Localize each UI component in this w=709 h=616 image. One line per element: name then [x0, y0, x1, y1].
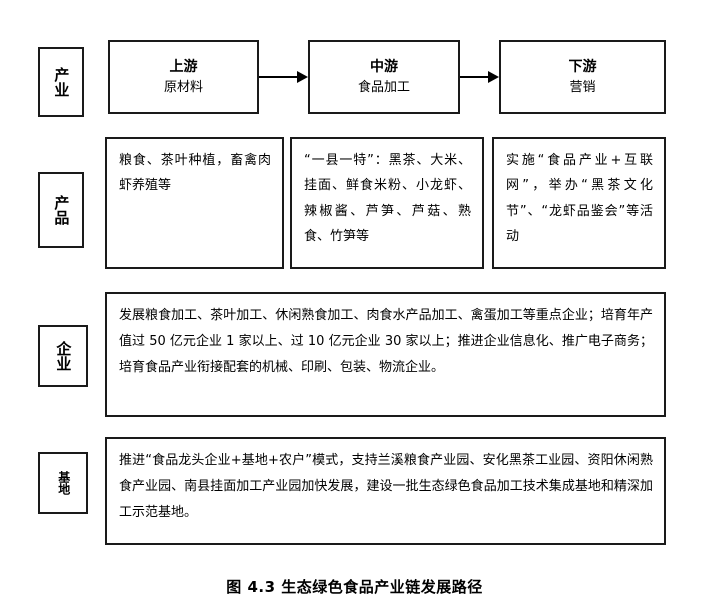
base-text-box: 推进“食品龙头企业+基地+农户”模式，支持兰溪粮食产业园、安化黑茶工业园、资阳休…	[105, 437, 666, 545]
product-cell-upstream-text: 粮食、茶叶种植，畜禽肉虾养殖等	[119, 153, 271, 194]
figure-caption: 图 4.3 生态绿色食品产业链发展路径	[226, 578, 483, 596]
stage-box-downstream: 下游 营销	[499, 40, 666, 114]
enterprise-text-box: 发展粮食加工、茶叶加工、休闲熟食加工、肉食水产品加工、禽蛋加工等重点企业；培育年…	[105, 292, 666, 417]
stage-box-midstream: 中游 食品加工	[308, 40, 460, 114]
arrow-shaft	[460, 76, 488, 78]
product-cell-midstream: “一县一特”：黑茶、大米、挂面、鲜食米粉、小龙虾、辣椒酱、芦笋、芦菇、熟食、竹笋…	[290, 137, 484, 269]
row-label-enterprise-text: 企业	[54, 341, 73, 371]
stage-downstream-subtitle: 营销	[569, 79, 596, 95]
product-cell-downstream: 实施“食品产业+互联网”，举办“黑茶文化节”、“龙虾品鉴会”等活动	[492, 137, 666, 269]
arrow-shaft	[259, 76, 297, 78]
base-text: 推进“食品龙头企业+基地+农户”模式，支持兰溪粮食产业园、安化黑茶工业园、资阳休…	[119, 453, 653, 520]
stage-upstream-subtitle: 原材料	[163, 79, 203, 95]
row-label-industry-text: 产业	[52, 67, 71, 97]
row-label-product: 产品	[38, 172, 84, 248]
enterprise-text: 发展粮食加工、茶叶加工、休闲熟食加工、肉食水产品加工、禽蛋加工等重点企业；培育年…	[119, 308, 653, 375]
stage-box-upstream: 上游 原材料	[108, 40, 259, 114]
row-label-enterprise: 企业	[38, 325, 88, 387]
product-cell-midstream-text: “一县一特”：黑茶、大米、挂面、鲜食米粉、小龙虾、辣椒酱、芦笋、芦菇、熟食、竹笋…	[304, 153, 471, 245]
arrow-midstream-to-downstream	[460, 71, 499, 83]
stage-upstream-title: 上游	[169, 58, 198, 75]
arrow-head-icon	[488, 71, 499, 83]
product-cell-downstream-text: 实施“食品产业+互联网”，举办“黑茶文化节”、“龙虾品鉴会”等活动	[506, 153, 653, 245]
row-label-industry: 产业	[38, 47, 84, 117]
arrow-head-icon	[297, 71, 308, 83]
row-label-product-text: 产品	[52, 195, 71, 225]
row-label-base: 基地	[38, 452, 88, 514]
stage-downstream-title: 下游	[568, 58, 597, 75]
stage-midstream-title: 中游	[370, 58, 398, 75]
row-label-base-text: 基地	[56, 471, 71, 495]
arrow-upstream-to-midstream	[259, 71, 308, 83]
product-cell-upstream: 粮食、茶叶种植，畜禽肉虾养殖等	[105, 137, 284, 269]
stage-midstream-subtitle: 食品加工	[357, 79, 410, 95]
